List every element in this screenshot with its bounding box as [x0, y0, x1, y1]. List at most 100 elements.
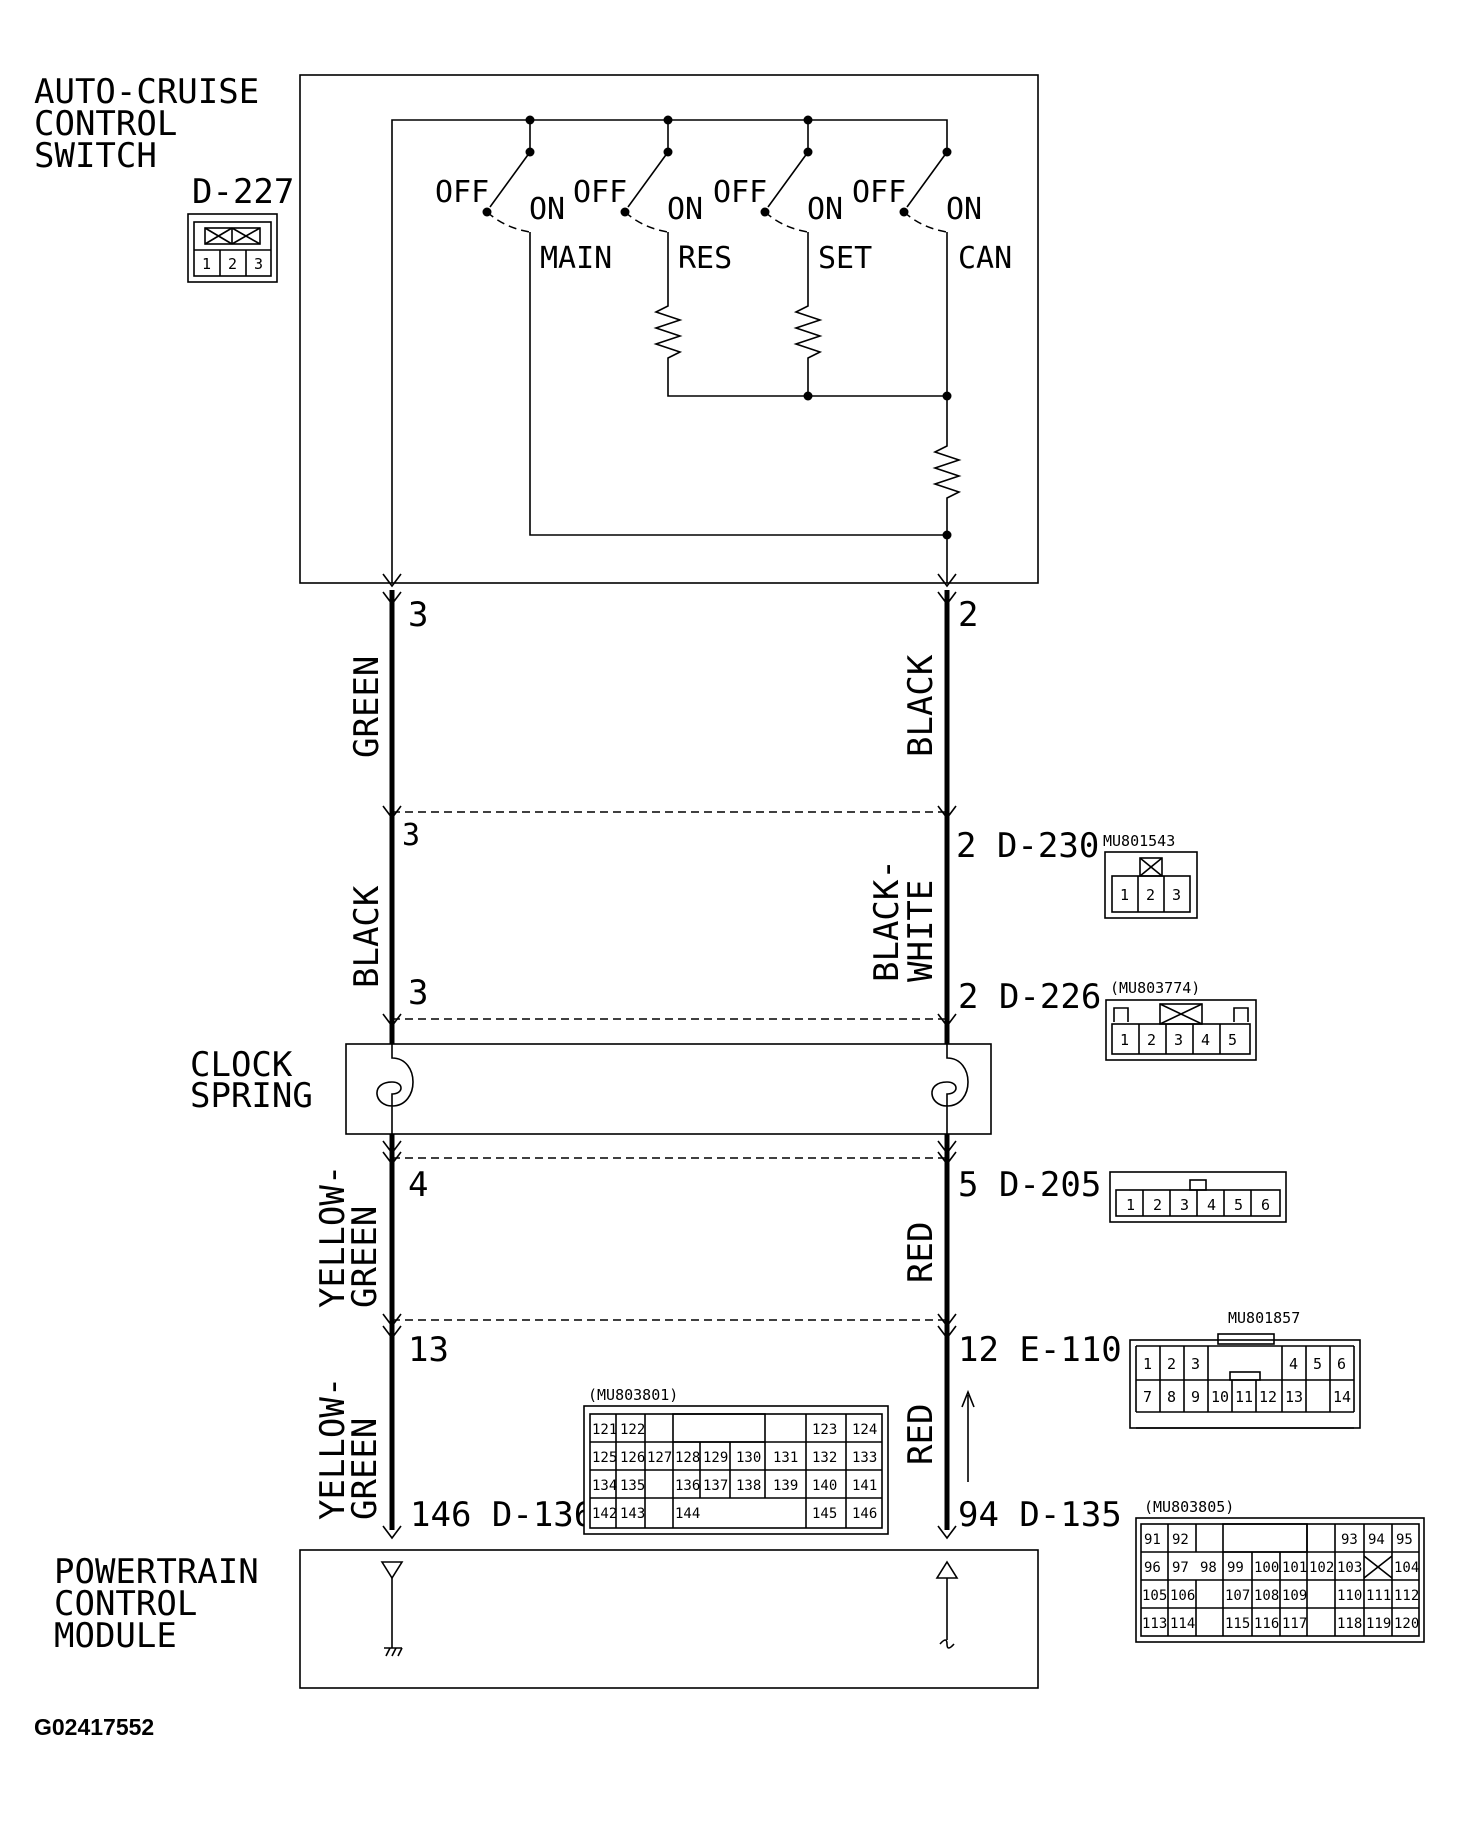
e110-pin-11: 11 [1235, 1388, 1253, 1406]
switch-set-off-label: OFF [713, 175, 767, 210]
d135-pin-109: 109 [1282, 1588, 1307, 1604]
d136-pin-121: 121 [592, 1422, 617, 1438]
e110-pin-3: 3 [1191, 1355, 1200, 1373]
d135-pin-93: 93 [1341, 1532, 1358, 1548]
d135-pin-106: 106 [1170, 1588, 1195, 1604]
d205-pin-3: 3 [1180, 1196, 1189, 1214]
d136-pin-132: 132 [812, 1450, 837, 1466]
d230-pin-1: 1 [1120, 886, 1129, 904]
e110-pin-6: 6 [1337, 1355, 1346, 1373]
connector-face-d205: 1 2 3 4 5 6 [1109, 1171, 1287, 1223]
right-pin-5-d205: 5 D-205 [958, 1165, 1101, 1205]
switch-main-name: MAIN [540, 241, 612, 276]
left-pin-4-d205: 4 [408, 1165, 428, 1205]
right-pin-2-d230: 2 D-230 [956, 826, 1099, 866]
e110-pin-12: 12 [1259, 1388, 1277, 1406]
d227-pin-1: 1 [202, 255, 211, 273]
d136-pin-130: 130 [736, 1450, 761, 1466]
d135-pin-100: 100 [1254, 1560, 1279, 1576]
left-pin-3-top: 3 [408, 595, 428, 635]
d136-pin-138: 138 [736, 1478, 761, 1494]
switch-set-name: SET [818, 241, 872, 276]
connector-dashed-lines [392, 811, 947, 1321]
d136-part-number: (MU803801) [588, 1386, 678, 1404]
d135-pin-96: 96 [1144, 1560, 1161, 1576]
pcm-label-2: CONTROL [54, 1584, 197, 1624]
clock-spring-box [345, 1043, 992, 1135]
d136-pin-140: 140 [812, 1478, 837, 1494]
left-pin-13-e110: 13 [408, 1330, 449, 1370]
d136-pin-136: 136 [675, 1478, 700, 1494]
d135-pin-107: 107 [1225, 1588, 1250, 1604]
d135-pin-114: 114 [1170, 1616, 1195, 1632]
switch-title-line-1: AUTO-CRUISE [34, 72, 259, 112]
d227-pin-2: 2 [228, 255, 237, 273]
d205-pin-5: 5 [1234, 1196, 1243, 1214]
d135-pin-97: 97 [1172, 1560, 1189, 1576]
figure-id: G02417552 [34, 1714, 154, 1740]
switch-labels: OFF ON MAIN OFF ON RES OFF ON SET OFF ON… [435, 175, 1012, 276]
d135-pin-116: 116 [1254, 1616, 1279, 1632]
left-wire-color-yellow: YELLOW- [313, 1165, 353, 1308]
d136-pin-139: 139 [773, 1478, 798, 1494]
right-pin-2-d226: 2 D-226 [958, 977, 1101, 1017]
switch-can-name: CAN [958, 241, 1012, 276]
switch-can-on-label: ON [946, 192, 982, 227]
d135-pin-120: 120 [1394, 1616, 1419, 1632]
right-wire-color-white: WHITE [901, 880, 941, 982]
d226-pin-4: 4 [1201, 1031, 1210, 1049]
d230-pin-2: 2 [1146, 886, 1155, 904]
d135-pin-108: 108 [1254, 1588, 1279, 1604]
left-wire-color-yellow-3: YELLOW- [313, 1377, 353, 1520]
d135-pin-113: 113 [1142, 1616, 1167, 1632]
d135-pin-103: 103 [1337, 1560, 1362, 1576]
d136-pin-123: 123 [812, 1422, 837, 1438]
switch-title: AUTO-CRUISE CONTROL SWITCH [34, 72, 259, 176]
d135-pin-112: 112 [1394, 1588, 1419, 1604]
d135-pin-105: 105 [1142, 1588, 1167, 1604]
d205-pin-1: 1 [1126, 1196, 1135, 1214]
e110-pin-10: 10 [1211, 1388, 1229, 1406]
d205-pin-6: 6 [1261, 1196, 1270, 1214]
d135-pin-119: 119 [1366, 1616, 1391, 1632]
switch-set-on-label: ON [807, 192, 843, 227]
right-pin-94-d135: 94 D-135 [958, 1495, 1122, 1535]
connector-face-d227: 1 2 3 [187, 213, 278, 283]
switch-main-off-label: OFF [435, 175, 489, 210]
right-wire-labels: 2 BLACK 2 D-230 BLACK- WHITE 2 D-226 5 D… [867, 595, 1122, 1535]
left-pin-3-d226: 3 [408, 973, 428, 1013]
switch-res-on-label: ON [667, 192, 703, 227]
right-wire-color-black-dash: BLACK- [867, 859, 907, 982]
d135-pin-91: 91 [1144, 1532, 1161, 1548]
e110-pin-14: 14 [1333, 1388, 1351, 1406]
d136-pin-127: 127 [647, 1450, 672, 1466]
switch-can-off-label: OFF [852, 175, 906, 210]
e110-pin-9: 9 [1191, 1388, 1200, 1406]
switch-title-line-2: CONTROL [34, 104, 177, 144]
right-pin-2-top: 2 [958, 595, 978, 635]
connector-face-d136: (MU803801) 121 122 123 124 125 126 127 1… [583, 1386, 889, 1535]
clock-spring-label-2: SPRING [190, 1076, 313, 1116]
d135-pin-111: 111 [1366, 1588, 1391, 1604]
switch-res-name: RES [678, 241, 732, 276]
left-wire-color-green-3: GREEN [345, 1418, 385, 1520]
d136-pin-122: 122 [620, 1422, 645, 1438]
d136-pin-131: 131 [773, 1450, 798, 1466]
d135-pin-117: 117 [1282, 1616, 1307, 1632]
d136-pin-134: 134 [592, 1478, 617, 1494]
d135-pin-99: 99 [1227, 1560, 1244, 1576]
left-pin-3-d230: 3 [402, 818, 420, 853]
d136-pin-137: 137 [703, 1478, 728, 1494]
connector-face-d135: (MU803805) 91 92 93 94 95 96 97 98 99 10… [1135, 1498, 1425, 1643]
d230-pin-3: 3 [1172, 886, 1181, 904]
d136-pin-133: 133 [852, 1450, 877, 1466]
d136-pin-124: 124 [852, 1422, 877, 1438]
e110-pin-4: 4 [1289, 1355, 1298, 1373]
right-wire-color-black: BLACK [901, 654, 941, 757]
connector-face-e110: MU801857 1 2 3 4 5 6 7 8 9 10 1 [1129, 1309, 1361, 1429]
switch-internal-circuit [391, 115, 962, 583]
right-wire-color-red: RED [901, 1222, 941, 1283]
connector-chevrons [382, 573, 957, 1540]
d226-pin-1: 1 [1120, 1031, 1129, 1049]
connector-face-d230: MU801543 1 2 3 [1103, 832, 1198, 919]
